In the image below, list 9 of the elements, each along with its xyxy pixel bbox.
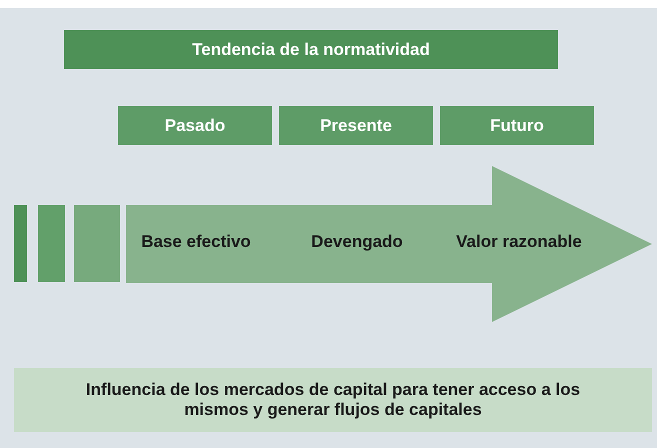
- stage-label: Valor razonable: [455, 232, 583, 252]
- stage-label: Devengado: [310, 232, 404, 252]
- period-box: Futuro: [440, 106, 594, 145]
- period-box: Pasado: [118, 106, 272, 145]
- arrow-shape: [126, 166, 652, 322]
- period-box: Presente: [279, 106, 433, 145]
- title-band: Tendencia de la normatividad: [64, 30, 558, 69]
- stage-label: Base efectivo: [140, 232, 252, 252]
- footer-band: Influencia de los mercados de capital para tener acceso a los mismos y generar flujos de capitales: [14, 368, 652, 432]
